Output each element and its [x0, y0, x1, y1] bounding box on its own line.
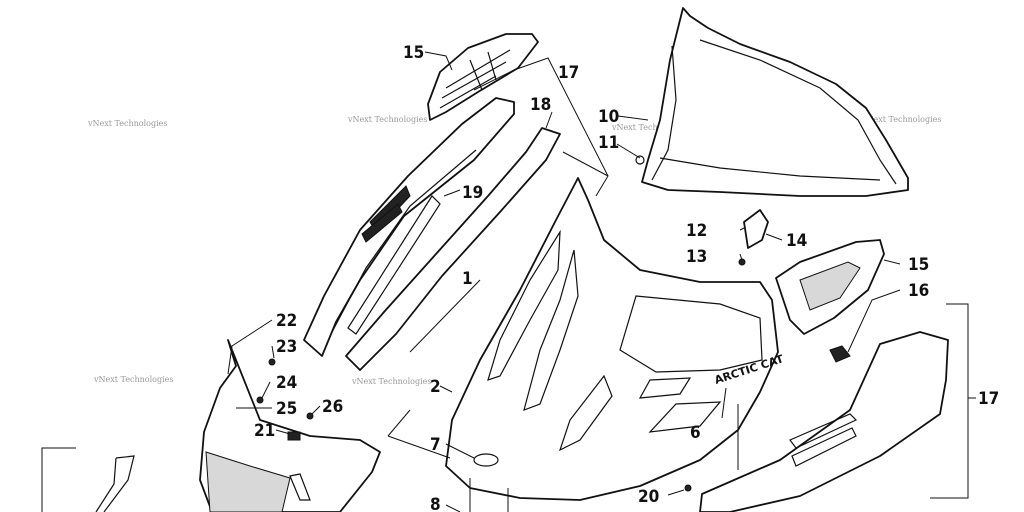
callout-23: 23 [276, 337, 297, 357]
callout-17-right: 17 [978, 389, 999, 409]
callout-2: 2 [430, 377, 441, 397]
callout-14: 14 [786, 231, 807, 251]
grommet-icon [635, 155, 645, 165]
windshield-part [641, 7, 909, 197]
callout-22: 22 [276, 311, 297, 331]
callout-12: 12 [686, 221, 707, 241]
trim-rail-part [303, 97, 515, 357]
callout-16: 16 [908, 281, 929, 301]
callout-13: 13 [686, 247, 707, 267]
clip-icon [287, 431, 301, 441]
callout-11: 11 [598, 133, 619, 153]
callout-6: 6 [690, 423, 701, 443]
screw-icon [684, 484, 692, 492]
callout-7: 7 [430, 435, 441, 455]
callout-26: 26 [322, 397, 343, 417]
callout-17-top: 17 [558, 63, 579, 83]
callouts: 15 17 18 10 11 19 1 12 13 14 15 16 17 2 … [254, 43, 999, 512]
callout-15-top: 15 [403, 43, 424, 63]
callout-25: 25 [276, 399, 297, 419]
side-panel-right-part [699, 331, 949, 512]
bracket-icon [743, 209, 769, 249]
callout-1: 1 [462, 269, 473, 289]
callout-18: 18 [530, 95, 551, 115]
watermark: vNext Technologies [351, 377, 431, 386]
callout-21: 21 [254, 421, 275, 441]
watermark: vNext Technologies [93, 375, 173, 384]
leader-lines [227, 51, 976, 512]
hood-part: ARCTIC CAT [445, 177, 786, 501]
nut-icon [306, 412, 314, 420]
watermark: vNext Technologies [87, 119, 167, 128]
front-bumper-part [199, 339, 381, 512]
callout-24: 24 [276, 373, 297, 393]
watermark: vNext Technologies [861, 115, 941, 124]
callout-10: 10 [598, 107, 619, 127]
watermark: vNext Technologies [347, 115, 427, 124]
rivet-icon [256, 396, 264, 404]
clip-icon [829, 345, 851, 363]
tube-part [41, 447, 135, 512]
watermark: vNext Technologies [611, 123, 691, 132]
decal-strip-part [345, 127, 561, 371]
side-vent-right-part [775, 239, 885, 335]
callout-15-right: 15 [908, 255, 929, 275]
callout-8: 8 [430, 495, 441, 512]
rivet-icon [268, 358, 276, 366]
callout-19: 19 [462, 183, 483, 203]
callout-20: 20 [638, 487, 659, 507]
hardware-parts [256, 155, 851, 492]
side-vent-left-part [427, 33, 539, 121]
